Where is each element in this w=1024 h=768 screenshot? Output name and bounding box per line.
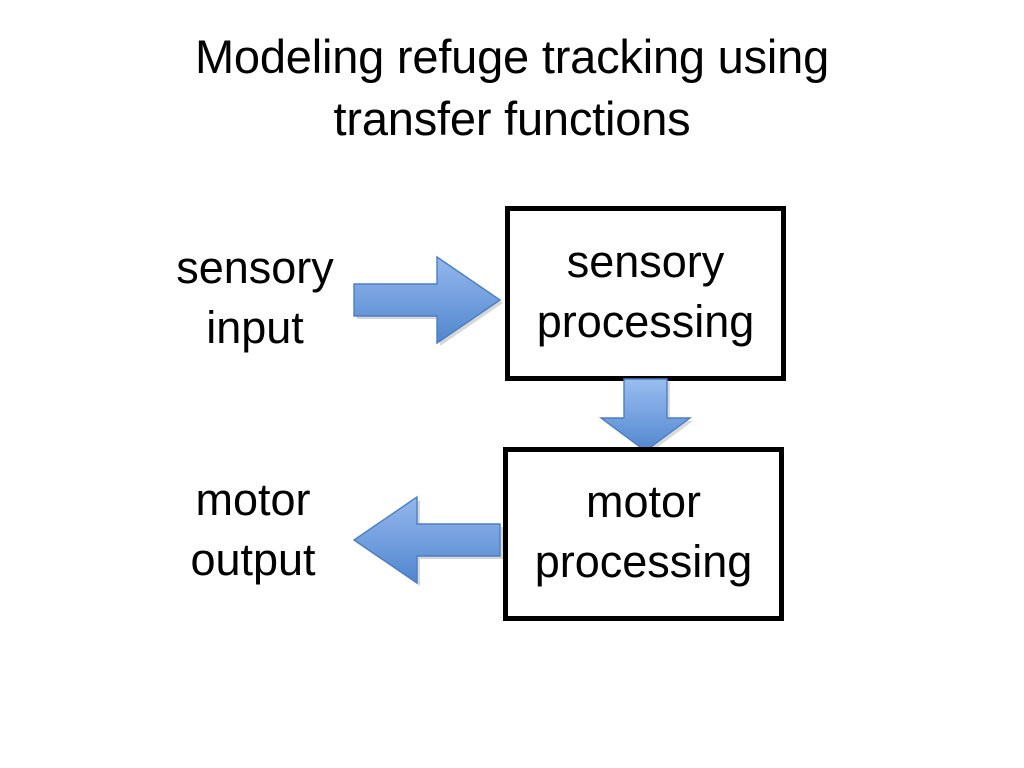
box-sensory-processing-label: sensory processing [536, 235, 755, 347]
label-motor-output: motor output [190, 474, 316, 585]
sensory-input-arrow-icon [352, 252, 504, 346]
box-motor-processing-label: motor processing [534, 476, 753, 587]
motor-output-arrow-icon [352, 492, 504, 586]
label-sensory-input: sensory input [176, 242, 334, 353]
box-sensory-processing[interactable]: sensory processing [505, 206, 786, 381]
sensory-to-motor-arrow-icon [597, 377, 693, 454]
box-motor-processing[interactable]: motor processing [503, 447, 784, 621]
page-title: Modeling refuge tracking using transfer … [194, 30, 830, 146]
